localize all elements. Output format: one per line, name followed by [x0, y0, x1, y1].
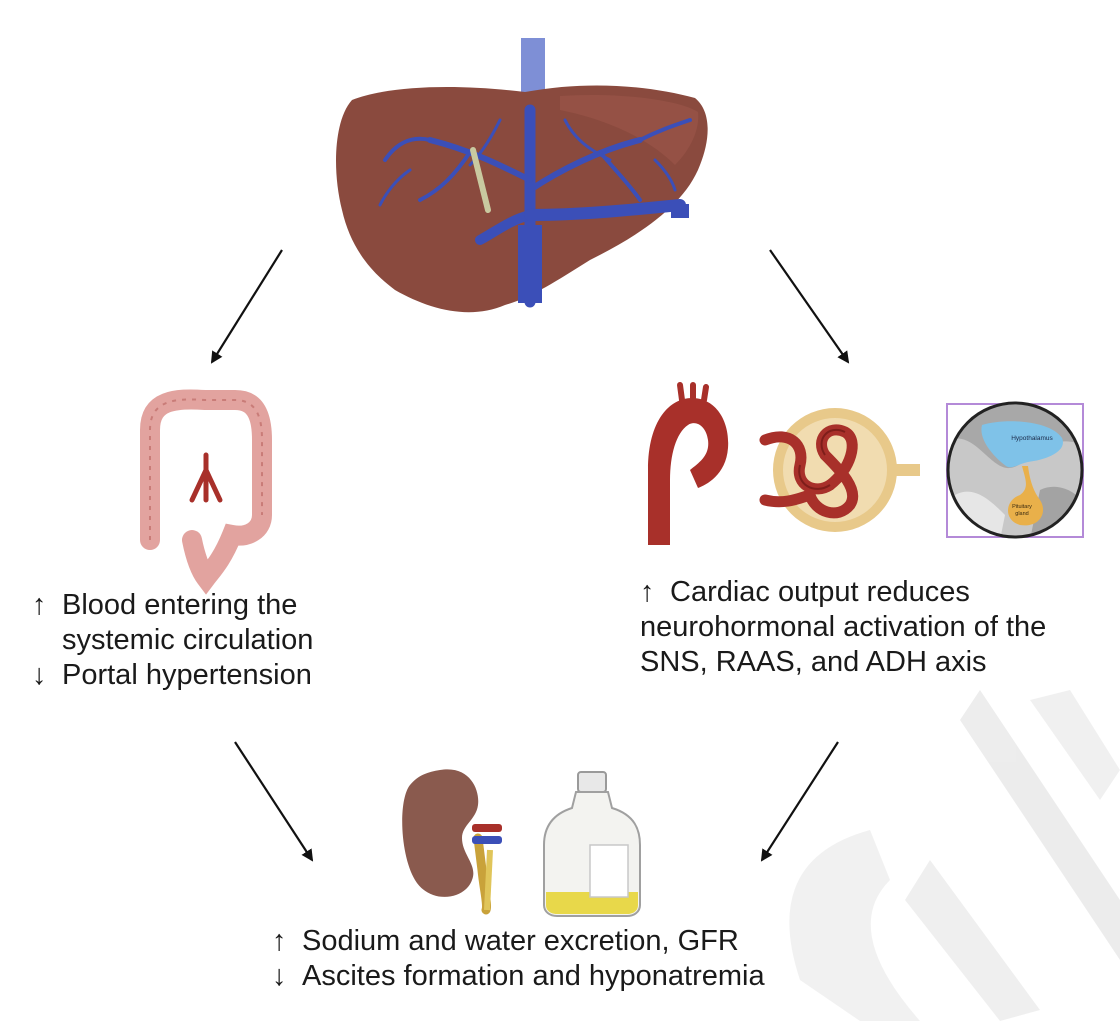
down-arrow-icon: ↓: [272, 960, 287, 992]
up-arrow-icon: ↑: [272, 925, 287, 957]
arrow-liver-to-colon: [210, 249, 283, 364]
watermark: [789, 690, 1120, 1021]
glomerulus-illustration: [759, 408, 920, 532]
right-effect-line-2: neurohormonal activation of the: [640, 611, 1047, 643]
right-effect-line-1: ↑ Cardiac output reduces: [640, 575, 1046, 610]
bottom-effect-text: ↑ Sodium and water excretion, GFR ↓ Ascite…: [272, 924, 765, 994]
hypothalamus-shape: [981, 421, 1063, 468]
liver-illustration: [336, 38, 708, 313]
kidney-illustration: [402, 769, 502, 915]
arrows: [210, 249, 850, 862]
arrow-liver-to-heart: [769, 249, 850, 364]
fluid-bottle-illustration: [543, 771, 641, 917]
right-effect-line-3: SNS, RAAS, and ADH axis: [640, 646, 987, 678]
hypothalamus-pituitary-inset: Hypothalamus Pituitary gland: [946, 401, 1084, 539]
left-effect-line-3: ↓ Portal hypertension: [32, 658, 313, 693]
arrow-heart-to-kidney: [760, 741, 839, 862]
bottom-effect-line-2: ↓ Ascites formation and hyponatremia: [272, 959, 765, 994]
hypothalamus-label: Hypothalamus: [1011, 435, 1053, 442]
aorta-illustration: [648, 382, 729, 545]
mesenteric-vessel: [189, 452, 223, 503]
pituitary-label-line2: gland: [1015, 511, 1028, 517]
colon-illustration: [140, 389, 272, 595]
up-arrow-icon: ↑: [32, 589, 47, 621]
left-effect-line-3-text: Portal hypertension: [62, 659, 312, 691]
pituitary-shape: [1007, 466, 1044, 526]
up-arrow-icon: ↑: [640, 576, 655, 608]
left-effect-line-1: ↑ Blood entering the: [32, 588, 313, 623]
left-effect-line-2-text: systemic circulation: [62, 624, 314, 656]
down-arrow-icon: ↓: [32, 659, 47, 691]
pituitary-label-line1: Pituitary: [1012, 504, 1032, 510]
right-effect-text: ↑ Cardiac output reduces neurohormonal ac…: [640, 575, 1046, 680]
bottom-effect-line-2-text: Ascites formation and hyponatremia: [302, 960, 765, 992]
colon-frame: [140, 389, 272, 595]
left-effect-line-2: systemic circulation: [32, 623, 313, 658]
left-effect-line-1-text: Blood entering the: [62, 589, 298, 621]
left-effect-text: ↑ Blood entering the systemic circulation…: [32, 588, 313, 693]
right-effect-line-1-text: Cardiac output reduces: [670, 576, 970, 608]
arrow-colon-to-kidney: [234, 741, 314, 862]
bottom-effect-line-1-text: Sodium and water excretion, GFR: [302, 925, 739, 957]
bottom-effect-line-1: ↑ Sodium and water excretion, GFR: [272, 924, 765, 959]
